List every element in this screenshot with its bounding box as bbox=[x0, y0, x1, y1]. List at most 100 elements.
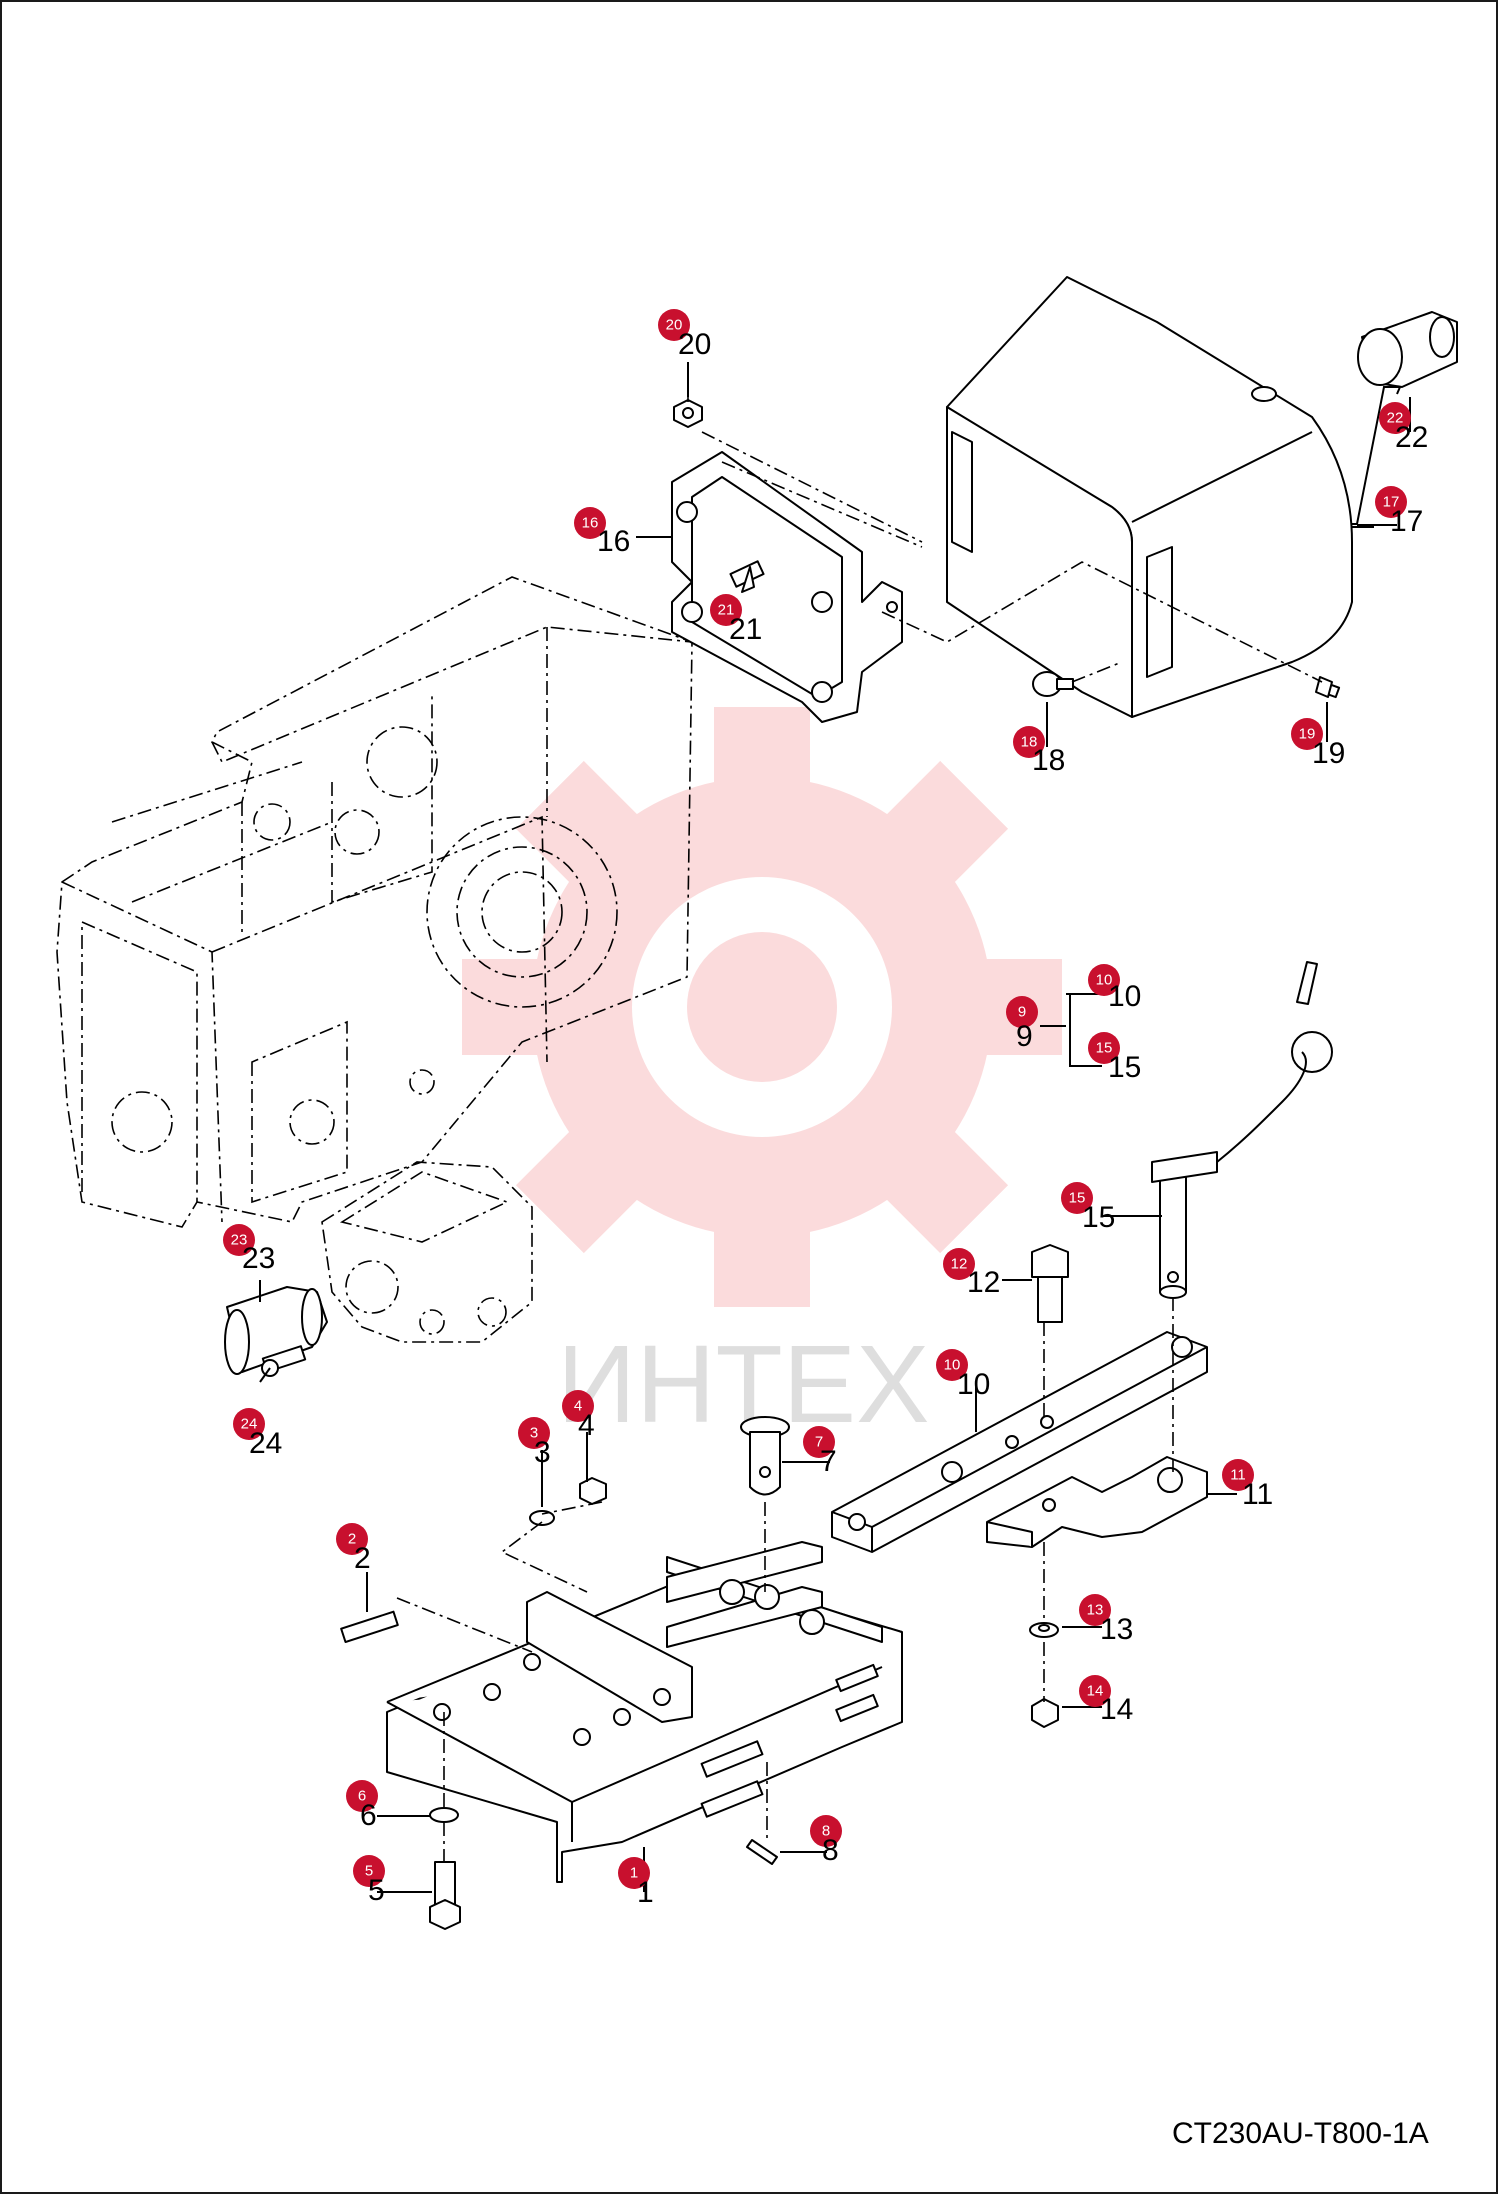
part-8-clip bbox=[746, 1839, 778, 1865]
callout-21: 21 21 bbox=[710, 594, 762, 646]
part-18-plug bbox=[1032, 671, 1074, 697]
svg-text:15: 15 bbox=[1082, 1201, 1115, 1234]
svg-text:11: 11 bbox=[1242, 1478, 1273, 1511]
callout-14: 14 14 bbox=[1079, 1675, 1133, 1726]
callout-2: 2 2 bbox=[336, 1523, 371, 1575]
part-6-washer bbox=[429, 1807, 459, 1823]
svg-text:8: 8 bbox=[822, 1834, 839, 1867]
part-21-bolt bbox=[729, 560, 765, 593]
svg-text:12: 12 bbox=[951, 1256, 968, 1273]
svg-text:14: 14 bbox=[1100, 1693, 1133, 1726]
callout-18: 18 18 bbox=[1013, 726, 1065, 777]
part-12-bolt bbox=[1031, 1244, 1069, 1323]
svg-text:4: 4 bbox=[574, 1398, 582, 1415]
part-10-bar bbox=[831, 1331, 1208, 1553]
svg-text:20: 20 bbox=[678, 328, 711, 361]
part-2-stud bbox=[340, 1610, 399, 1644]
callout-12: 12 12 bbox=[943, 1248, 1000, 1299]
svg-text:1: 1 bbox=[630, 1865, 638, 1882]
part-4-nut bbox=[579, 1477, 607, 1505]
callout-4: 4 4 bbox=[562, 1390, 595, 1442]
svg-text:11: 11 bbox=[1230, 1467, 1246, 1484]
svg-text:14: 14 bbox=[1087, 1683, 1104, 1700]
part-17-cover bbox=[946, 276, 1353, 718]
part-13-washer bbox=[1029, 1622, 1059, 1638]
svg-text:2: 2 bbox=[348, 1531, 356, 1548]
callout-7: 7 7 bbox=[803, 1426, 837, 1478]
drawing-code: CT230AU-T800-1A bbox=[1172, 2117, 1429, 2150]
part-19-bolt bbox=[1315, 676, 1341, 699]
svg-text:7: 7 bbox=[815, 1434, 823, 1451]
svg-text:2: 2 bbox=[354, 1542, 371, 1575]
part-15-pin bbox=[1151, 961, 1333, 1299]
part-7-pin bbox=[740, 1416, 790, 1496]
callout-13: 13 13 bbox=[1079, 1594, 1133, 1646]
callout-20: 20 20 bbox=[658, 309, 711, 361]
callout-10-bar: 10 10 bbox=[936, 1349, 990, 1401]
svg-text:9: 9 bbox=[1016, 1020, 1033, 1053]
svg-text:7: 7 bbox=[820, 1445, 837, 1478]
callout-5: 5 5 bbox=[353, 1855, 385, 1907]
svg-text:6: 6 bbox=[360, 1799, 377, 1832]
callout-17: 17 17 bbox=[1375, 486, 1423, 538]
svg-text:16: 16 bbox=[582, 515, 599, 532]
svg-text:5: 5 bbox=[368, 1874, 385, 1907]
svg-text:6: 6 bbox=[358, 1788, 366, 1805]
svg-text:10: 10 bbox=[957, 1368, 990, 1401]
svg-text:22: 22 bbox=[1395, 421, 1428, 454]
svg-text:15: 15 bbox=[1069, 1190, 1086, 1207]
callout-24: 24 24 bbox=[233, 1408, 282, 1460]
part-1-support bbox=[386, 1541, 903, 1883]
svg-text:3: 3 bbox=[530, 1425, 538, 1442]
part-3-washer bbox=[529, 1510, 555, 1526]
callout-3: 3 3 bbox=[518, 1417, 551, 1469]
svg-text:1: 1 bbox=[637, 1876, 654, 1909]
svg-text:24: 24 bbox=[241, 1416, 258, 1433]
part-16-plate bbox=[671, 451, 903, 723]
svg-text:15: 15 bbox=[1108, 1051, 1141, 1084]
svg-text:23: 23 bbox=[231, 1232, 248, 1249]
svg-text:18: 18 bbox=[1032, 744, 1065, 777]
callout-23: 23 23 bbox=[223, 1224, 275, 1275]
svg-text:12: 12 bbox=[967, 1266, 1000, 1299]
svg-text:23: 23 bbox=[242, 1242, 275, 1275]
callout-8: 8 8 bbox=[810, 1815, 842, 1867]
svg-text:10: 10 bbox=[1108, 980, 1141, 1013]
part-22-plug bbox=[1357, 311, 1458, 388]
svg-text:21: 21 bbox=[729, 613, 762, 646]
assembly-lines bbox=[396, 372, 1323, 1862]
svg-text:22: 22 bbox=[1387, 410, 1404, 427]
svg-text:5: 5 bbox=[365, 1863, 373, 1880]
callout-6: 6 6 bbox=[346, 1780, 378, 1832]
callout-9: 9 9 bbox=[1006, 996, 1038, 1053]
svg-text:16: 16 bbox=[597, 525, 630, 558]
callout-22: 22 22 bbox=[1379, 402, 1428, 454]
svg-text:19: 19 bbox=[1299, 726, 1316, 743]
leader-lines bbox=[259, 362, 1411, 1893]
svg-text:10: 10 bbox=[944, 1357, 961, 1374]
callout-10-upper: 10 10 bbox=[1088, 964, 1141, 1013]
callout-19: 19 19 bbox=[1291, 718, 1345, 770]
svg-text:20: 20 bbox=[666, 317, 683, 334]
svg-text:3: 3 bbox=[534, 1436, 551, 1469]
svg-text:17: 17 bbox=[1390, 505, 1423, 538]
svg-text:4: 4 bbox=[578, 1409, 595, 1442]
svg-text:21: 21 bbox=[718, 602, 735, 619]
svg-text:19: 19 bbox=[1312, 737, 1345, 770]
callout-1: 1 1 bbox=[618, 1857, 654, 1909]
svg-text:18: 18 bbox=[1021, 734, 1038, 751]
transmission-housing bbox=[56, 576, 693, 1228]
watermark-logo bbox=[462, 707, 1062, 1307]
svg-text:24: 24 bbox=[249, 1427, 282, 1460]
callout-15-pin: 15 15 bbox=[1061, 1182, 1115, 1234]
callout-16: 16 16 bbox=[574, 507, 630, 558]
callout-15-upper: 15 15 bbox=[1088, 1032, 1141, 1084]
callout-11: 11 11 bbox=[1222, 1459, 1273, 1511]
part-5-bolt bbox=[429, 1861, 461, 1930]
svg-text:13: 13 bbox=[1087, 1602, 1104, 1619]
pto-housing bbox=[321, 1161, 533, 1343]
part-20-nut bbox=[673, 399, 703, 428]
svg-text:9: 9 bbox=[1018, 1004, 1026, 1021]
